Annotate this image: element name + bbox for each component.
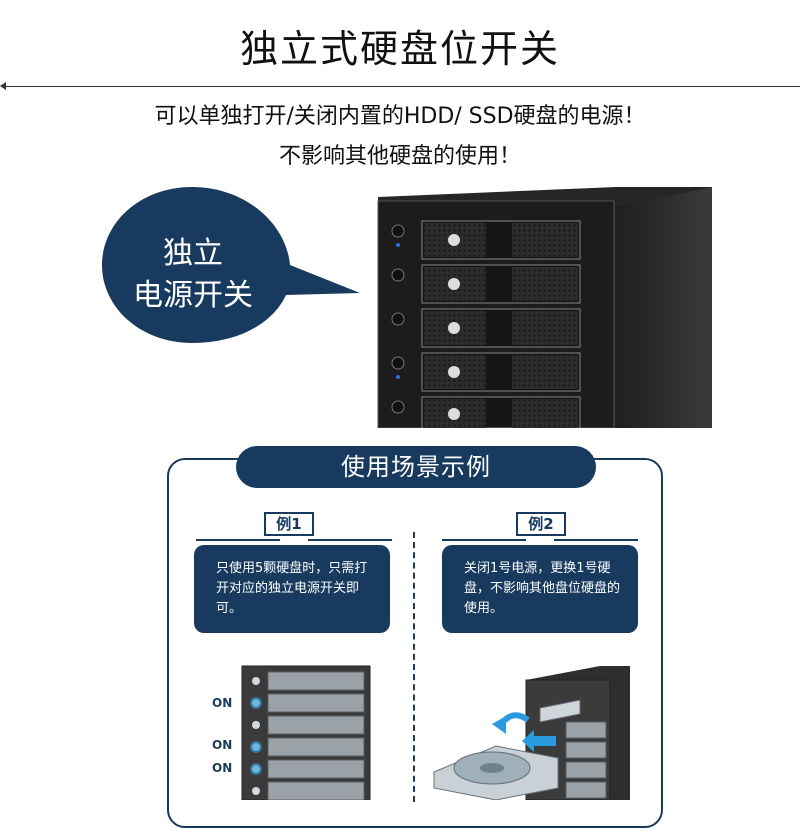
power-buttons [391, 224, 405, 414]
speech-bubble [102, 187, 360, 343]
scenario-divider [413, 532, 415, 802]
subtitle-line-2: 不影响其他硬盘的使用！ [278, 144, 521, 169]
subtitle-line-1: 可以单独打开/关闭内置的HDD/ SSD硬盘的电源！ [154, 104, 646, 129]
on-label-1: ON [212, 696, 233, 710]
bubble-text-line-2: 电源开关 [133, 278, 253, 313]
example-1-enclosure-image [241, 665, 371, 800]
example-2-label-line-left [442, 539, 526, 541]
example-1-label-line-right [308, 539, 392, 541]
drive-bays [421, 220, 581, 428]
example-1-label-line-left [196, 539, 280, 541]
example-1-label: 例1 [264, 512, 314, 536]
example-2-card: 关闭1号电源，更换1号硬盘，不影响其他盘位硬盘的使用。 [442, 545, 638, 633]
example-2-label-line-right [554, 539, 638, 541]
example-1-card: 只使用5颗硬盘时，只需打开对应的独立电源开关即可。 [194, 545, 390, 633]
bubble-text-line-1: 独立 [163, 236, 223, 271]
drive-enclosure-image [372, 183, 712, 428]
on-label-3: ON [212, 761, 233, 775]
example-2-label: 例2 [516, 512, 566, 536]
on-label-2: ON [212, 738, 233, 752]
title-divider [6, 86, 800, 87]
example-2-drive-swap-image [433, 666, 630, 800]
page-title: 独立式硬盘位开关 [239, 27, 560, 71]
rule-arrow-icon [0, 82, 6, 90]
scenario-heading: 使用场景示例 [236, 446, 596, 488]
